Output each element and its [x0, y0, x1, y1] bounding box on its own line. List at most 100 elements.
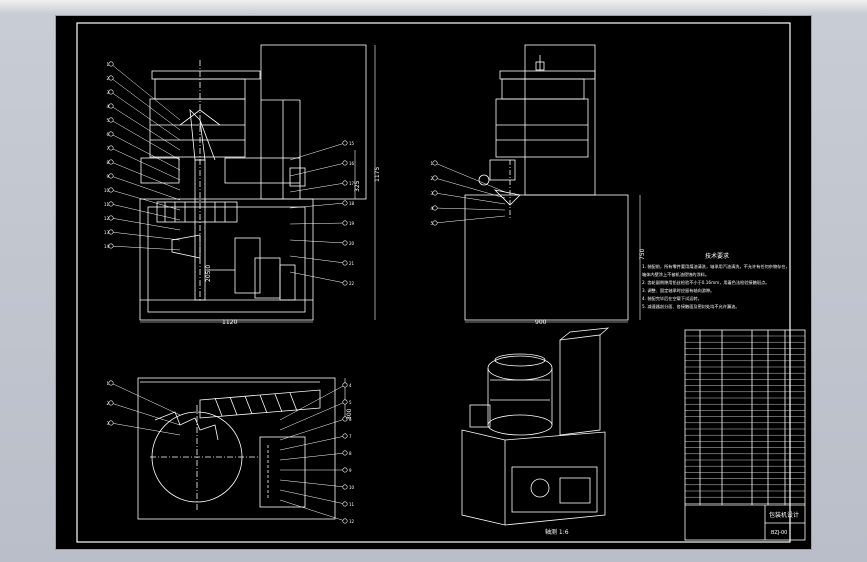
notes-line: 3. 调整、固定轴承时应留有轴向游隙。: [642, 287, 714, 294]
title-block-title: 包装机设计: [769, 511, 799, 519]
front-balloon-label: 6: [106, 132, 109, 137]
plan-balloon: [108, 380, 114, 386]
front-balloon: [108, 145, 114, 151]
plan-view: [137, 377, 346, 520]
inner-frame: [76, 22, 791, 543]
front-balloon: [108, 229, 114, 235]
iso-view: [461, 327, 610, 526]
title-block-drawing-no: BZJ-00: [771, 530, 787, 536]
technical-notes: 技术要求 1. 装配前，所有零件要用煤油清洗，轴承用汽油清洗，不允许有任何杂物存…: [642, 252, 790, 310]
side-rotary-head: [495, 98, 589, 158]
worm-screw: [199, 389, 321, 419]
side-height-dim: 750: [639, 248, 646, 260]
plan-right-balloon-label: 10: [349, 485, 355, 490]
front-right-balloon: [342, 260, 348, 266]
front-height-dim: 1175: [374, 167, 381, 182]
front-balloon-label: 9: [106, 174, 109, 179]
side-balloon: [432, 205, 438, 211]
front-right-balloon-label: 16: [349, 161, 355, 166]
plan-right-balloon: [342, 382, 348, 388]
plan-right-balloon-label: 6: [349, 417, 352, 422]
gear-stack: [156, 201, 238, 223]
front-balloon: [108, 159, 114, 165]
notes-line: 箱体内壁涂上不被机油侵蚀的涂料。: [642, 271, 709, 278]
base-inner: [147, 206, 306, 313]
front-balloon-label: 7: [106, 146, 109, 151]
front-balloon: [108, 173, 114, 179]
front-view: [139, 44, 376, 323]
column: [260, 44, 367, 200]
plan-right-balloon-label: 5: [349, 400, 352, 405]
plan-balloon-label: 1: [106, 381, 109, 386]
side-column: [524, 44, 596, 196]
side-balloon-label: 3: [430, 191, 433, 196]
side-balloon: [432, 220, 438, 226]
plan-balloon: [108, 400, 114, 406]
side-balloon-label: 5: [430, 221, 433, 226]
iso-caption: 轴测 1:6: [545, 528, 569, 536]
front-balloon-label: 13: [104, 230, 110, 235]
side-balloon-label: 1: [430, 161, 433, 166]
front-balloon: [108, 75, 114, 81]
notes-line: 5. 减速器剖分面、各接触面及密封处均不允许漏油。: [642, 303, 739, 310]
notes-line: 4. 装配完毕后在空载下试运转。: [642, 295, 702, 302]
front-right-balloon-label: 21: [349, 261, 355, 266]
front-right-balloon: [342, 220, 348, 226]
plan-right-balloon-label: 4: [349, 383, 352, 388]
front-balloon-label: 2: [106, 76, 109, 81]
front-right-balloon: [342, 180, 348, 186]
front-balloon: [108, 215, 114, 221]
front-right-balloon-label: 20: [349, 241, 355, 246]
front-right-balloon-label: 22: [349, 281, 355, 286]
side-balloon: [432, 160, 438, 166]
front-balloon: [108, 89, 114, 95]
side-balloon-label: 4: [430, 206, 433, 211]
side-view: [464, 44, 641, 323]
plan-right-balloon: [342, 501, 348, 507]
front-width-dim: 1120: [222, 319, 237, 326]
iso-drum-top: [487, 355, 553, 381]
front-balloon-label: 5: [106, 118, 109, 123]
side-base: [464, 194, 629, 321]
front-right-balloon: [342, 280, 348, 286]
front-balloon-label: 14: [104, 244, 110, 249]
front-balloon: [108, 243, 114, 249]
plan-right-balloon: [342, 416, 348, 422]
front-balloon-label: 3: [106, 90, 109, 95]
plan-right-balloon: [342, 450, 348, 456]
side-balloon-label: 2: [430, 176, 433, 181]
front-balloon: [108, 117, 114, 123]
plan-dim: 300: [346, 408, 353, 420]
side-balloon: [432, 190, 438, 196]
plan-right-balloon-label: 8: [349, 451, 352, 456]
shaft-dim: 205.0: [205, 265, 212, 282]
notes-line: 2. 齿轮副侧隙用铅丝检验不小于0.16mm，用着色法检验接触斑点。: [642, 279, 770, 286]
plan-right-balloon-label: 7: [349, 434, 352, 439]
base-cabinet: [139, 198, 314, 321]
front-balloon-label: 4: [106, 104, 109, 109]
front-right-balloon-label: 15: [349, 141, 355, 146]
plan-right-balloon-label: 11: [349, 502, 355, 507]
front-balloon-label: 8: [106, 160, 109, 165]
front-balloon-label: 10: [104, 188, 110, 193]
drawing-sheet: [55, 15, 812, 550]
front-balloon: [108, 201, 114, 207]
side-view-balloons: 1 2 3 4 5: [430, 160, 506, 226]
iso-cabinet: [461, 429, 606, 526]
plan-right-balloon: [342, 518, 348, 524]
plan-outline: [137, 377, 336, 520]
side-width-dim: 900: [535, 319, 547, 326]
plan-balloon-label: 2: [106, 401, 109, 406]
plan-balloon: [108, 420, 114, 426]
notes-line: 1. 装配前，所有零件要用煤油清洗，轴承用汽油清洗，不允许有任何杂物存在，: [642, 263, 790, 270]
front-balloon: [108, 61, 114, 67]
plan-right-balloon: [342, 467, 348, 473]
front-right-balloon: [342, 160, 348, 166]
front-balloon: [108, 187, 114, 193]
front-right-balloon-label: 18: [349, 201, 355, 206]
plan-right-balloon-label: 9: [349, 468, 352, 473]
